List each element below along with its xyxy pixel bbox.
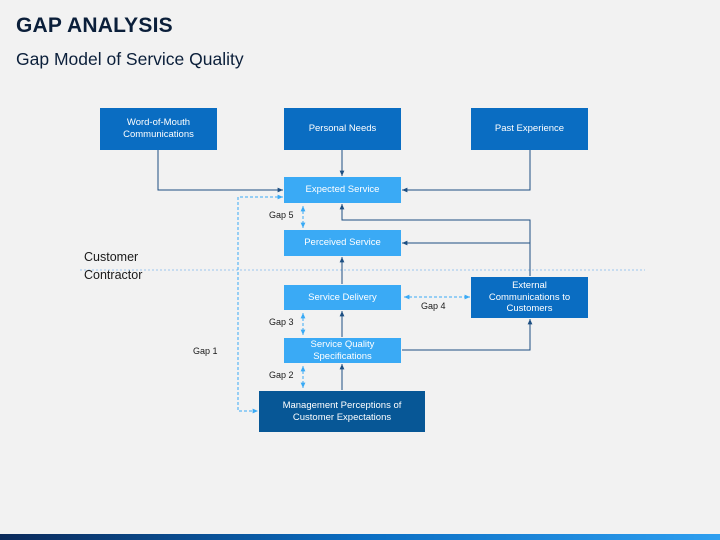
- customer-label: Customer: [84, 250, 139, 264]
- specs-to-external-arrow: [402, 319, 533, 351]
- gap3-label: Gap 3: [269, 317, 294, 327]
- page-title: GAP ANALYSIS: [16, 14, 173, 37]
- past-experience-box: Past Experience: [471, 108, 588, 150]
- management-perceptions-box: Management Perceptions of Customer Expec…: [259, 391, 425, 432]
- gap1-label: Gap 1: [193, 346, 218, 356]
- wom-to-expected-arrow: [157, 150, 283, 193]
- personal-needs-box: Personal Needs: [284, 108, 401, 150]
- external-to-expected-arrow: [339, 204, 531, 276]
- footer-bar: [0, 534, 720, 540]
- service-delivery-box: Service Delivery: [284, 285, 401, 310]
- perceived-service-box: Perceived Service: [284, 230, 401, 256]
- external-to-perceived-arrow: [402, 220, 531, 246]
- contractor-label: Contractor: [84, 268, 143, 282]
- gap2-label: Gap 2: [269, 370, 294, 380]
- service-quality-specifications-box: Service Quality Specifications: [284, 338, 401, 363]
- word-of-mouth-box: Word-of-Mouth Communications: [100, 108, 217, 150]
- gap1-arrow: [237, 194, 283, 414]
- page-subtitle: Gap Model of Service Quality: [16, 49, 244, 69]
- experience-to-expected-arrow: [402, 150, 531, 193]
- expected-service-box: Expected Service: [284, 177, 401, 203]
- external-communications-box: External Communications to Customers: [471, 277, 588, 318]
- gap5-label: Gap 5: [269, 210, 294, 220]
- gap4-label: Gap 4: [421, 301, 446, 311]
